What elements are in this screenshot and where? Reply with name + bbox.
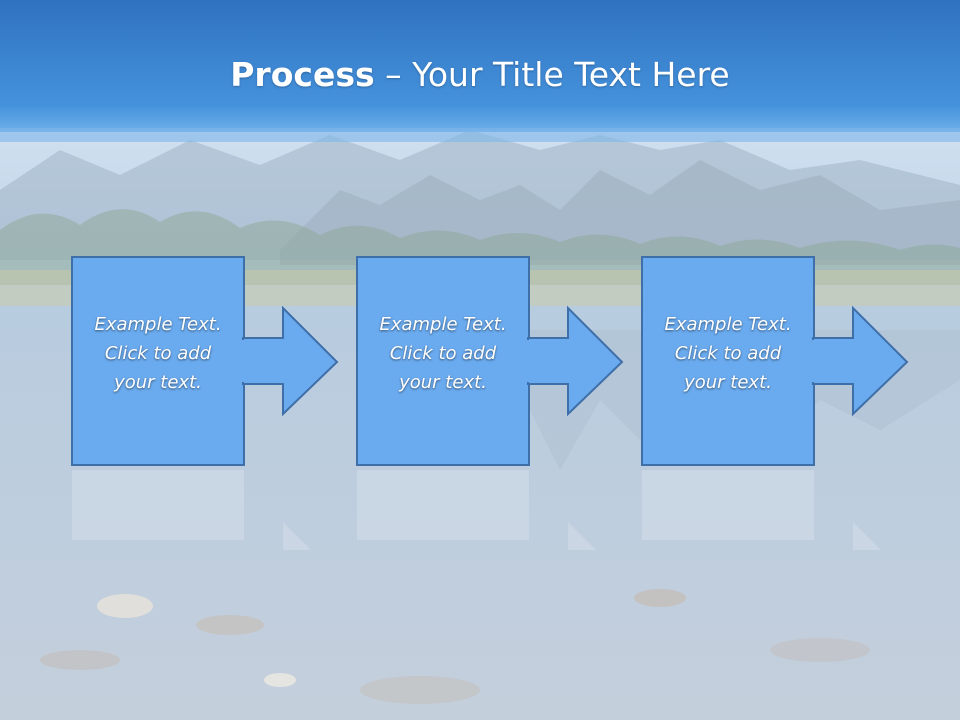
step-reflection (642, 470, 881, 550)
title-bold-text: Process (230, 55, 375, 94)
step-text[interactable]: Example Text. Click to add your text. (664, 314, 792, 393)
process-step-1[interactable]: Example Text. Click to add your text. (71, 256, 341, 472)
step-reflection (72, 470, 311, 550)
step-arrow-shape (356, 256, 624, 466)
process-step-3[interactable]: Example Text. Click to add your text. (641, 256, 911, 472)
slide-title[interactable]: Process – Your Title Text Here (0, 52, 960, 98)
step-arrow-shape (71, 256, 339, 466)
step-text[interactable]: Example Text. Click to add your text. (379, 314, 507, 393)
title-rest-text: – Your Title Text Here (374, 55, 730, 94)
step-arrow-shape (641, 256, 909, 466)
step-text[interactable]: Example Text. Click to add your text. (94, 314, 222, 393)
step-reflection (357, 470, 596, 550)
process-step-2[interactable]: Example Text. Click to add your text. (356, 256, 626, 472)
